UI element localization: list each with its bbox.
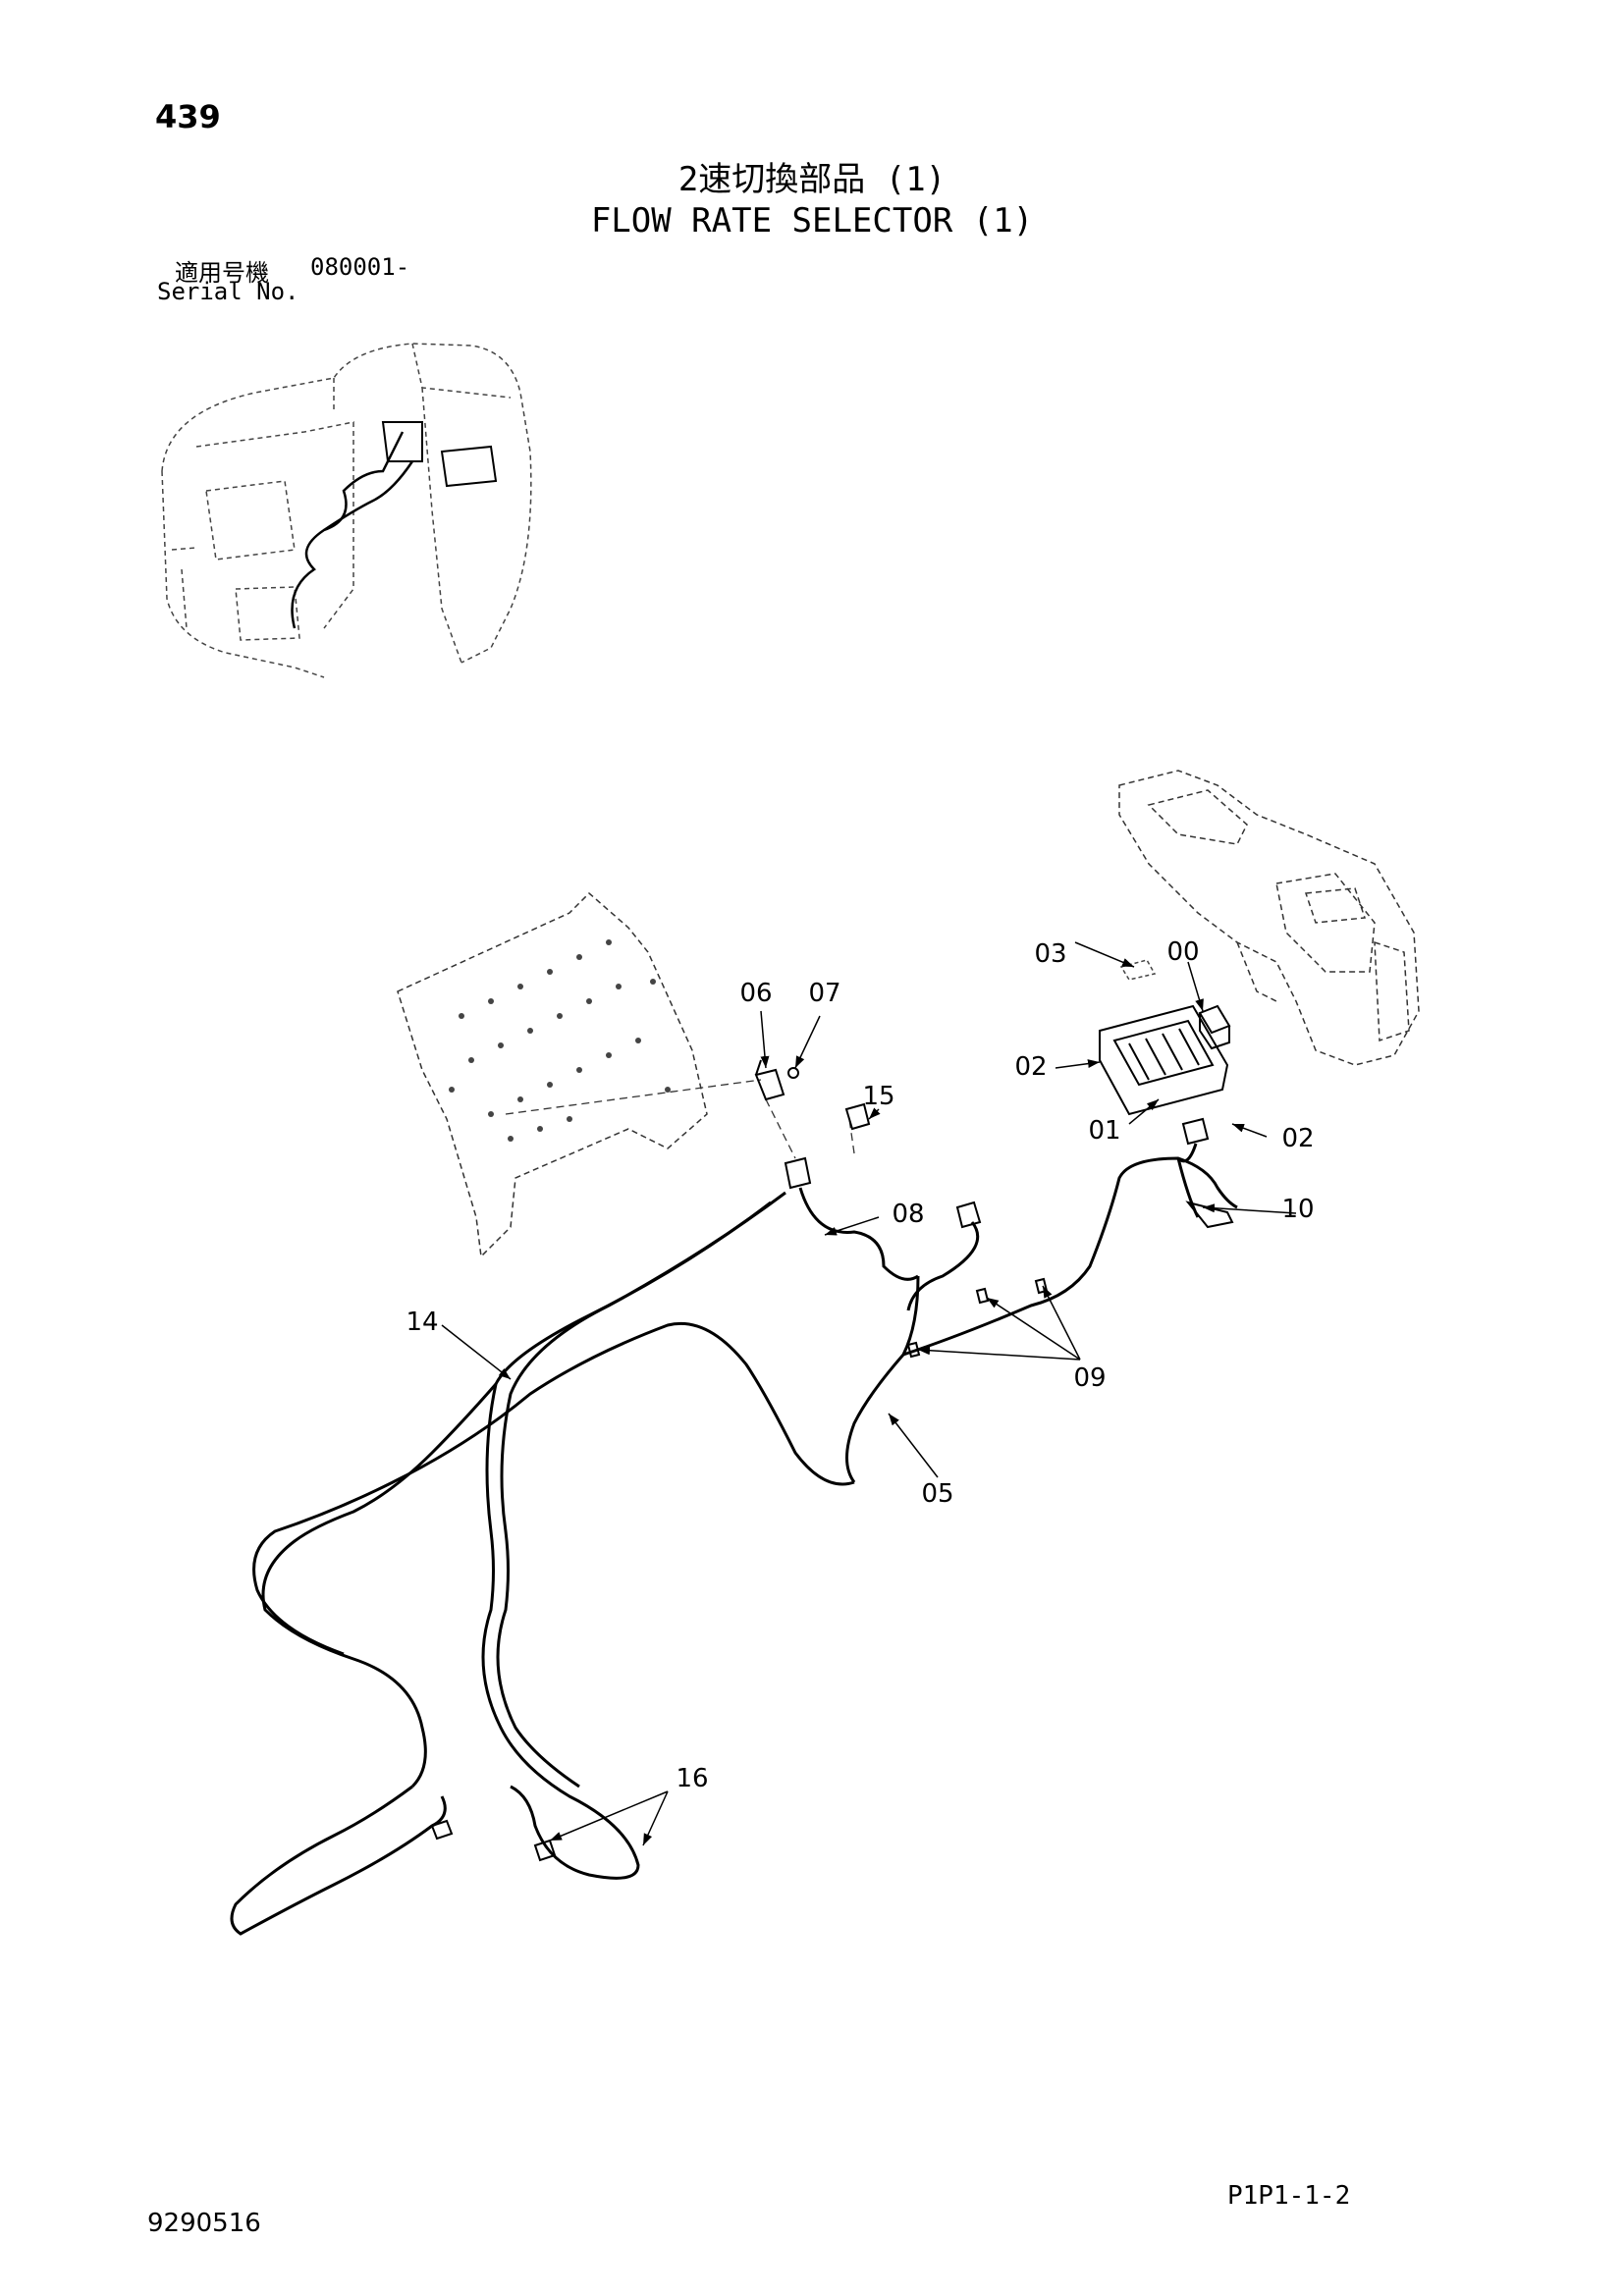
callout-16: 16 — [676, 1764, 708, 1793]
callout-06: 06 — [739, 979, 772, 1008]
callout-14: 14 — [406, 1308, 438, 1337]
page-number: 439 — [155, 98, 221, 135]
mounting-plate — [397, 891, 708, 1258]
callout-00: 00 — [1166, 937, 1199, 967]
overview-harness — [291, 421, 498, 629]
selector-switch — [1198, 1004, 1231, 1050]
relay-assembly — [754, 1059, 871, 1131]
callout-05: 05 — [921, 1479, 953, 1509]
callout-09: 09 — [1073, 1363, 1106, 1393]
callout-08: 08 — [892, 1200, 924, 1229]
callout-15: 15 — [862, 1082, 894, 1111]
page-code: P1P1-1-2 — [1227, 2181, 1351, 2211]
mounting-plate-holes — [449, 939, 671, 1142]
title-english: FLOW RATE SELECTOR (1) — [590, 201, 1034, 240]
blank-cap — [1119, 959, 1157, 981]
harness-extension — [230, 1191, 855, 1936]
plate-leader-dashes — [505, 1079, 855, 1159]
callout-02-right: 02 — [1281, 1124, 1314, 1153]
serial-label-english: Serial No. — [157, 278, 299, 305]
document-id: 9290516 — [147, 2209, 261, 2238]
right-console — [1118, 770, 1420, 1066]
serial-label-japanese: 適用号機 — [175, 259, 269, 287]
callout-07: 07 — [808, 979, 840, 1008]
callout-02-left: 02 — [1014, 1052, 1047, 1082]
title-japanese: 2速切換部品 (1) — [677, 160, 947, 199]
callout-03: 03 — [1034, 939, 1066, 969]
serial-number-range: 080001- — [310, 253, 410, 281]
switch-panel — [1099, 1004, 1229, 1116]
harness-main — [784, 1117, 1238, 1483]
cab-overview-illustration — [161, 343, 532, 678]
leader-lines — [441, 941, 1297, 1846]
callout-01: 01 — [1088, 1116, 1120, 1146]
callout-10: 10 — [1281, 1195, 1314, 1224]
